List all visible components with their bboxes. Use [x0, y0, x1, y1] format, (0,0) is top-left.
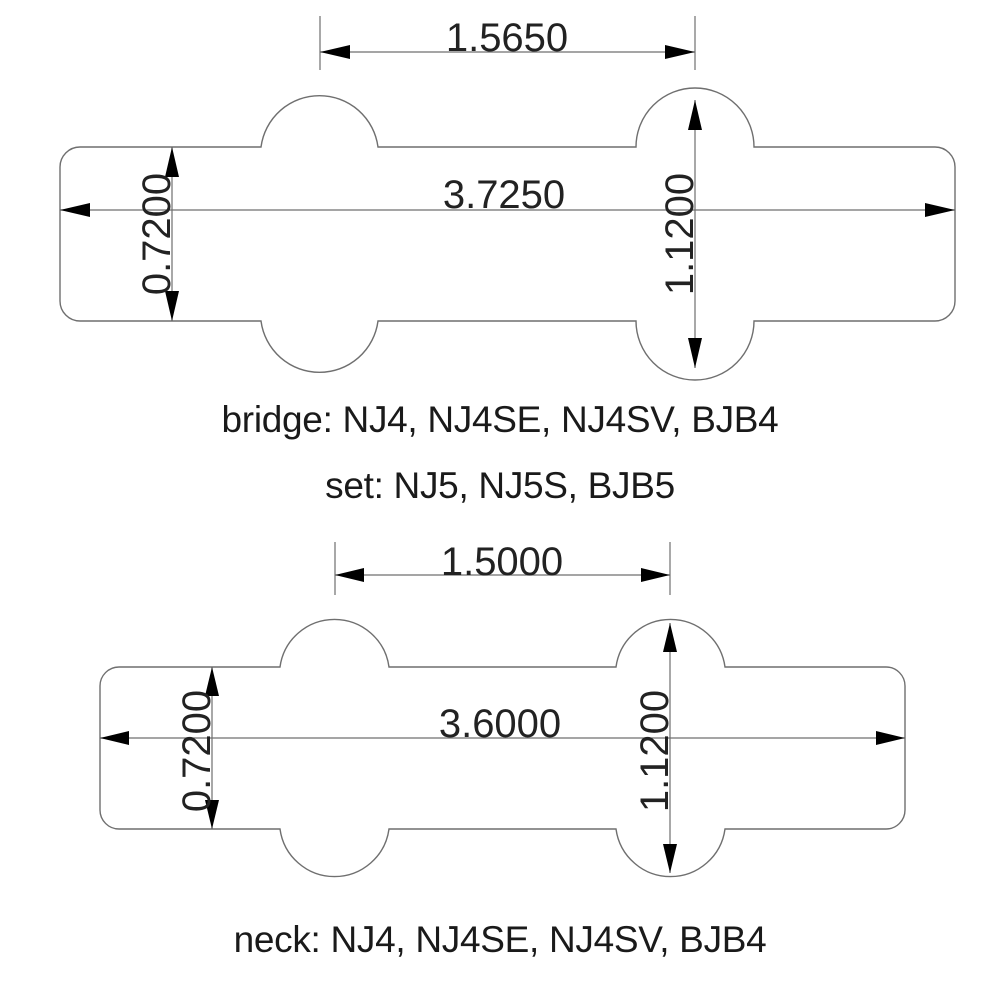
- bridge-caption-line-2: set: NJ5, NJ5S, BJB5: [325, 465, 675, 506]
- neck-caption-line-1: neck: NJ4, NJ4SE, NJ4SV, BJB4: [233, 919, 767, 960]
- neck-lobe-width-dimension: 1.1200: [633, 623, 677, 873]
- arrow-down-icon: [663, 844, 677, 873]
- neck-pickup-outline: [99, 618, 906, 878]
- arrow-down-icon: [688, 338, 702, 368]
- arrow-up-icon: [688, 100, 702, 130]
- bridge-pole-spacing-dimension: 1.5650: [319, 16, 696, 70]
- arrow-down-icon: [205, 800, 219, 829]
- bridge-pickup-outline: [59, 87, 956, 381]
- bridge-caption-line-1: bridge: NJ4, NJ4SE, NJ4SV, BJB4: [221, 399, 779, 440]
- arrow-left-icon: [60, 203, 90, 217]
- arrow-right-icon: [925, 203, 955, 217]
- bridge-body-width-dimension: 0.7200: [135, 147, 179, 321]
- arrow-left-icon: [320, 45, 350, 59]
- neck-body-width-label: 0.7200: [175, 690, 219, 812]
- bridge-pole-spacing-label: 1.5650: [446, 16, 568, 60]
- neck-lobe-width-label: 1.1200: [633, 690, 677, 812]
- neck-pole-spacing-label: 1.5000: [441, 540, 563, 584]
- bridge-overall-length-label: 3.7250: [443, 173, 565, 217]
- neck-pole-spacing-dimension: 1.5000: [334, 540, 671, 595]
- neck-overall-length-label: 3.6000: [439, 702, 561, 746]
- bridge-lobe-width-dimension: 1.1200: [658, 100, 702, 368]
- arrow-up-icon: [663, 623, 677, 652]
- arrow-up-icon: [165, 147, 179, 177]
- arrow-right-icon: [876, 731, 905, 745]
- neck-overall-length-dimension: 3.6000: [100, 702, 905, 746]
- arrow-left-icon: [100, 731, 129, 745]
- bridge-overall-length-dimension: 3.7250: [60, 173, 955, 217]
- arrow-right-icon: [641, 568, 670, 582]
- bridge-pickup: 1.5650 3.7250 0.7200 1.1200: [59, 16, 956, 381]
- bridge-lobe-width-label: 1.1200: [658, 173, 702, 295]
- arrow-left-icon: [335, 568, 364, 582]
- neck-body-width-dimension: 0.7200: [175, 667, 219, 829]
- bridge-body-width-label: 0.7200: [135, 173, 179, 295]
- arrow-up-icon: [205, 667, 219, 696]
- arrow-down-icon: [165, 291, 179, 321]
- arrow-right-icon: [665, 45, 695, 59]
- neck-pickup: 1.5000 3.6000 0.7200 1.1200: [99, 540, 906, 878]
